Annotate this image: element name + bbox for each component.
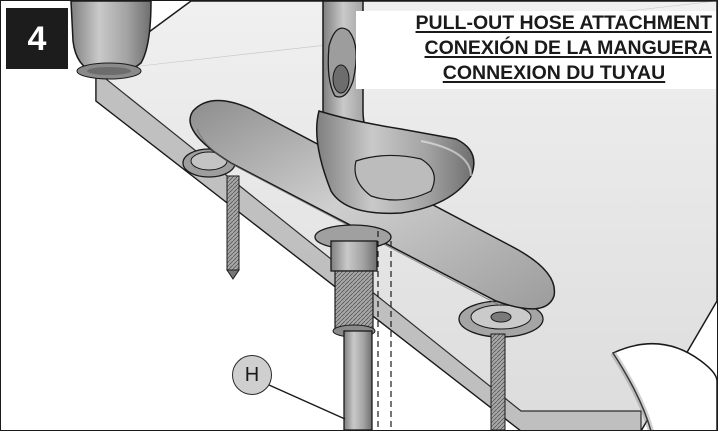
pull-out-hose [343,231,392,430]
step-number-badge: 4 [6,8,68,69]
title-french: CONNEXION DU TUYAU [442,62,666,84]
title-english: PULL-OUT HOSE ATTACHMENT [415,12,712,34]
faucet-body [315,1,475,215]
left-mounting-bolt [182,148,240,280]
faucet-shank [314,224,392,338]
spray-head [70,1,152,80]
callout-leader-line [268,384,346,420]
part-callout-h: H [232,355,272,395]
right-mounting-bolt [458,300,544,430]
step-title: PULL-OUT HOSE ATTACHMENT CONEXIÓN DE LA … [356,11,716,89]
title-spanish: CONEXIÓN DE LA MANGUERA [424,37,712,59]
